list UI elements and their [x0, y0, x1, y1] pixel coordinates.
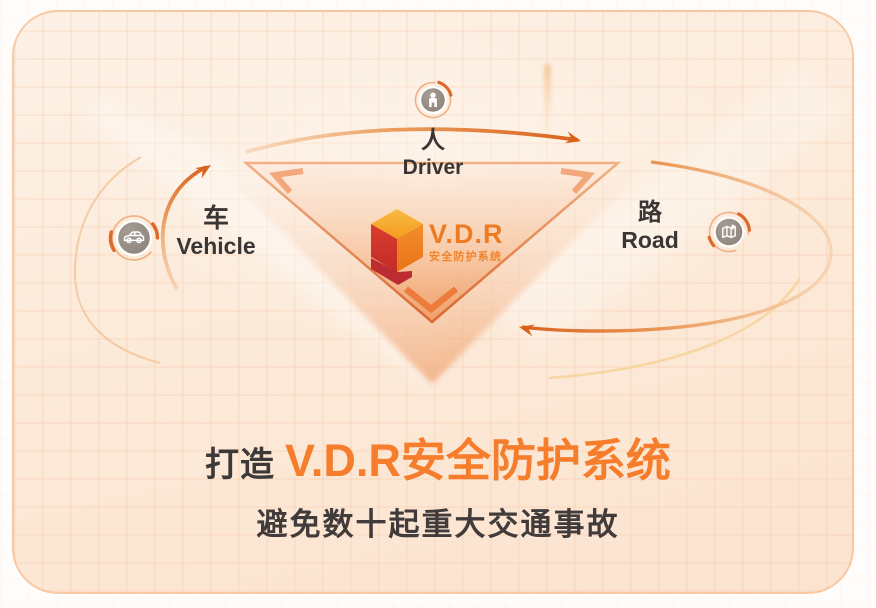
- vehicle-node: [108, 212, 160, 264]
- driver-label-zh: 人: [420, 127, 445, 154]
- road-label-zh: 路: [638, 199, 662, 226]
- light-beam: [544, 64, 551, 140]
- cube-logo: [371, 209, 423, 285]
- car-icon: [123, 231, 145, 244]
- vehicle-label-en: Vehicle: [176, 233, 256, 259]
- corner-chevron-top-right: [560, 168, 595, 194]
- vdr-triangle: [242, 161, 622, 324]
- driver-label-en: Driver: [402, 156, 464, 179]
- logo-text: V.D.R 安全防护系统: [429, 221, 504, 263]
- cube-right-face: [397, 224, 423, 272]
- corner-chevron-top-left: [269, 168, 304, 194]
- road-label-en: Road: [621, 227, 679, 253]
- orbit-arrowhead-top: [564, 131, 581, 144]
- logo-subtitle: 安全防护系统: [429, 251, 503, 263]
- vehicle-label: 车 Vehicle: [176, 205, 255, 258]
- headline-highlight: V.D.R安全防护系统: [285, 435, 671, 486]
- cube-shadow: [371, 258, 412, 285]
- subheadline: 避免数十起重大交通事故: [256, 507, 620, 542]
- orbit-arrowhead-left: [195, 165, 211, 179]
- orbit-arc-left: [160, 165, 207, 290]
- sheen-left: [86, 92, 458, 392]
- orbit-arc-outer-left: [73, 156, 161, 364]
- orbit-arc-bottom-right: [548, 277, 802, 380]
- sheen-right: [490, 66, 849, 352]
- orbit-arrowhead-right: [519, 324, 535, 337]
- road-label: 路 Road: [621, 201, 679, 252]
- orbit-arc-right: [521, 160, 833, 333]
- person-icon: [429, 92, 437, 107]
- corner-chevron-bottom: [403, 286, 459, 314]
- headline: 打造 V.D.R安全防护系统: [0, 424, 876, 489]
- driver-node: [412, 79, 454, 121]
- orbit-arc-top: [245, 127, 579, 154]
- headline-prefix: 打造: [205, 446, 276, 484]
- road-node: [706, 209, 752, 255]
- cube-left-face: [371, 224, 397, 272]
- map-icon: [722, 224, 736, 239]
- logo-wordmark: V.D.R: [429, 219, 504, 249]
- driver-label: 人 Driver: [402, 127, 464, 179]
- vehicle-label-zh: 车: [202, 203, 229, 233]
